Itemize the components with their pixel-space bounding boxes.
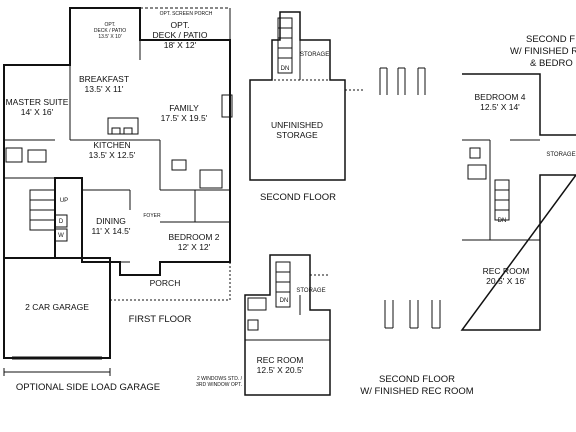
bed4-storage-label: STORAGE [546, 152, 576, 158]
dining-label: DINING 11' X 14.5' [86, 216, 136, 236]
dining-line2: 11' X 14.5' [91, 226, 131, 236]
breakfast-line2: 13.5' X 11' [84, 84, 124, 94]
bed4-caption-line2: W/ FINISHED RE [510, 46, 576, 57]
dryer-label: D [58, 219, 64, 225]
second-floor-dn-label: DN [280, 66, 290, 72]
foyer-label: FOYER [143, 213, 161, 219]
master-suite-label: MASTER SUITE 14' X 16' [2, 97, 72, 117]
bedroom2-line1: BEDROOM 2 [168, 232, 220, 242]
second-floor-caption: SECOND FLOOR [259, 192, 336, 203]
windows-note: 2 WINDOWS STD. / 3RD WINDOW OPT. [186, 376, 242, 388]
garage-dimension-line [3, 368, 111, 376]
second-floor-wall-marks [379, 67, 441, 329]
washer-label: W [58, 233, 64, 239]
opt-deck-line1: OPT. [170, 20, 190, 30]
stair-up-label: UP [59, 198, 69, 204]
opt-deck-small-line3: 13.5' X 10' [98, 34, 122, 40]
second-floor-storage-label: STORAGE [300, 52, 330, 58]
family-label: FAMILY 17.5' X 19.5' [156, 103, 212, 123]
screen-porch-label: OPT. SCREEN PORCH [159, 11, 213, 17]
bed4-caption-line3: & BEDRO [530, 58, 573, 69]
rec-room-label: REC ROOM 12.5' X 20.5' [250, 355, 310, 375]
first-floor-walls [3, 7, 233, 360]
rec-storage-label: STORAGE [296, 288, 326, 294]
master-suite-line1: MASTER SUITE [5, 97, 69, 107]
dining-line1: DINING [96, 216, 126, 226]
garage-label: 2 CAR GARAGE [25, 302, 89, 312]
porch-label: PORCH [149, 278, 181, 288]
opt-deck-line2: DECK / PATIO [152, 30, 208, 40]
rec-room-line1: REC ROOM [256, 355, 304, 365]
second-floor-rec-walls [244, 254, 331, 396]
bedroom4-line1: BEDROOM 4 [474, 92, 526, 102]
bed4-caption-line1: SECOND F [526, 34, 576, 45]
bed4-rec-room-label: REC ROOM 20.5' X 16' [476, 266, 536, 286]
opt-deck-small-line2: DECK / PATIO [93, 28, 127, 34]
breakfast-line1: BREAKFAST [78, 74, 130, 84]
windows-note-line2: 3RD WINDOW OPT. [196, 382, 242, 388]
family-line1: FAMILY [169, 103, 199, 113]
rec-room-line2: 12.5' X 20.5' [256, 365, 304, 375]
second-floor-rec-caption: SECOND FLOOR W/ FINISHED REC ROOM [352, 374, 482, 398]
bedroom2-line2: 12' X 12' [177, 242, 211, 252]
opt-deck-small-line1: OPT. [104, 22, 116, 28]
bedroom4-label: BEDROOM 4 12.5' X 14' [470, 92, 530, 112]
family-line2: 17.5' X 19.5' [160, 113, 208, 123]
bed4-rec-line2: 20.5' X 16' [486, 276, 526, 286]
second-floor-bed4-caption: SECOND F W/ FINISHED RE & BEDRO [510, 34, 576, 70]
unfinished-line1: UNFINISHED [271, 120, 323, 130]
second-floor-walls [249, 11, 365, 181]
master-suite-line2: 14' X 16' [20, 107, 54, 117]
opt-deck-line3: 18' X 12' [163, 40, 197, 50]
bedroom4-line2: 12.5' X 14' [480, 102, 520, 112]
bedroom2-label: BEDROOM 2 12' X 12' [164, 232, 224, 252]
breakfast-label: BREAKFAST 13.5' X 11' [76, 74, 132, 94]
bed4-dn-label: DN [497, 218, 507, 224]
unfinished-storage-label: UNFINISHED STORAGE [262, 120, 332, 140]
windows-note-line1: 2 WINDOWS STD. / [197, 376, 242, 382]
second-floor-rec-caption-line2: W/ FINISHED REC ROOM [360, 386, 474, 397]
kitchen-line1: KITCHEN [93, 140, 131, 150]
unfinished-line2: STORAGE [276, 130, 318, 140]
second-floor-bed4-walls [460, 73, 576, 331]
opt-deck-label: OPT. DECK / PATIO 18' X 12' [142, 20, 218, 50]
rec-dn-label: DN [279, 298, 289, 304]
opt-deck-small-label: OPT. DECK / PATIO 13.5' X 10' [80, 22, 140, 40]
first-floor-caption: FIRST FLOOR [128, 314, 192, 325]
kitchen-label: KITCHEN 13.5' X 12.5' [82, 140, 142, 160]
second-floor-rec-caption-line1: SECOND FLOOR [378, 374, 455, 385]
bed4-rec-line1: REC ROOM [482, 266, 530, 276]
side-load-garage-caption: OPTIONAL SIDE LOAD GARAGE [15, 382, 161, 393]
kitchen-line2: 13.5' X 12.5' [88, 150, 136, 160]
